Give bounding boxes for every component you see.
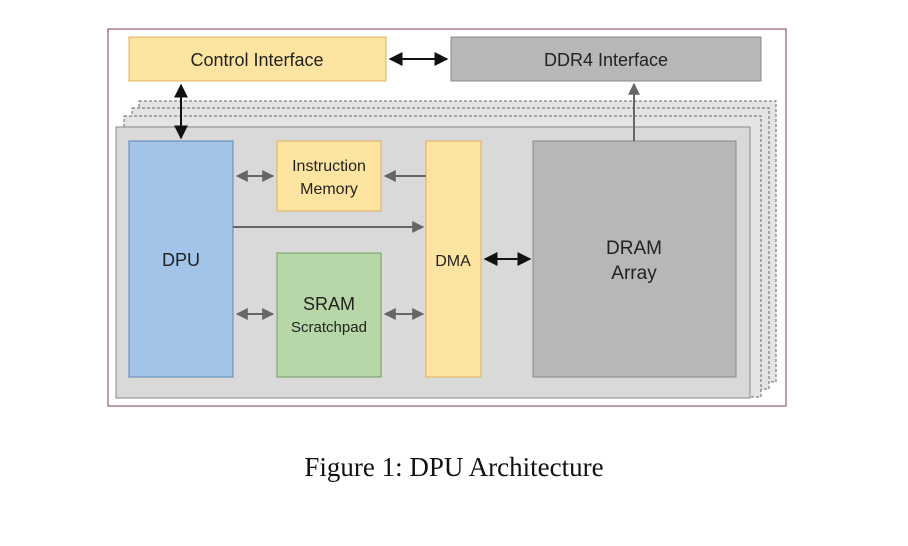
instruction-memory-block — [276, 140, 382, 212]
instruction-memory-label-line1: Instruction — [292, 158, 366, 175]
dma-label: DMA — [435, 253, 471, 270]
dram-label: DRAM — [606, 238, 662, 259]
dpu-block — [128, 140, 234, 378]
dram-array-block — [532, 140, 737, 378]
scratchpad-label: Scratchpad — [291, 319, 367, 336]
sram-scratchpad-block — [276, 252, 382, 378]
figure-caption: Figure 1: DPU Architecture — [304, 452, 604, 482]
dpu-label: DPU — [162, 250, 200, 270]
ddr4-interface-label: DDR4 Interface — [544, 50, 668, 70]
ddr4-interface-block — [450, 36, 762, 82]
sram-label: SRAM — [303, 294, 355, 314]
control-interface-block — [128, 36, 387, 82]
dma-block — [425, 140, 482, 378]
array-label: Array — [611, 263, 657, 284]
control-interface-label: Control Interface — [190, 50, 323, 70]
instruction-memory-label-line2: Memory — [300, 181, 358, 198]
